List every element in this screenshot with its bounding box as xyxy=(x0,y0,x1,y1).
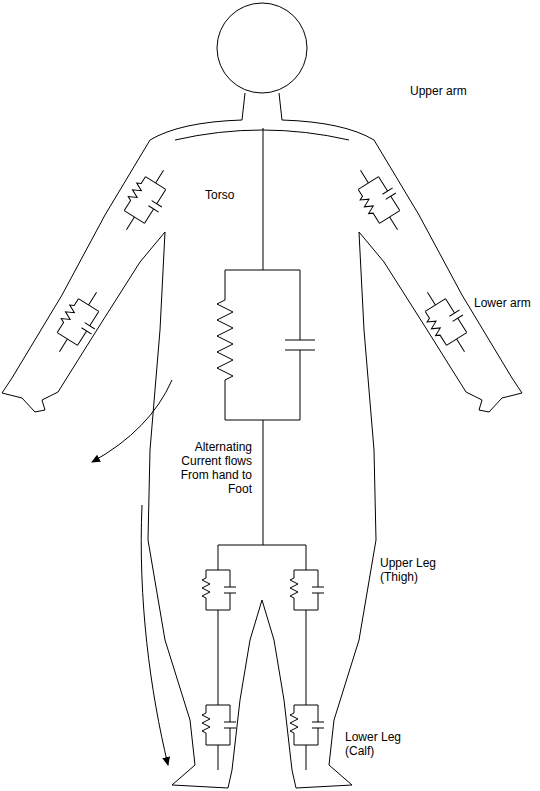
part-label: Lower Leg (Calf) xyxy=(345,730,415,758)
shoulder-line xyxy=(175,130,349,140)
head-outline xyxy=(217,3,307,93)
rc-element xyxy=(46,284,112,361)
wire xyxy=(263,128,264,270)
current-arrow xyxy=(92,380,172,462)
rc-element xyxy=(414,283,480,360)
rc-element xyxy=(290,690,324,760)
body-outline xyxy=(2,3,522,788)
torso-box xyxy=(225,270,300,420)
body-half-outline xyxy=(2,93,262,788)
part-label: Lower arm xyxy=(474,296,531,310)
rc-element xyxy=(202,690,236,760)
rc-element xyxy=(290,555,324,625)
resistor-symbol xyxy=(217,270,233,420)
rc-element xyxy=(202,555,236,625)
part-label: Torso xyxy=(205,188,234,202)
rc-element xyxy=(347,161,413,238)
capacitor-symbol xyxy=(285,270,315,420)
current-note: Alternating Current flows From hand to F… xyxy=(160,440,252,496)
part-label: Upper Leg (Thigh) xyxy=(380,556,450,584)
current-arrow xyxy=(141,505,168,765)
rc-element xyxy=(113,162,179,239)
body-half-outline xyxy=(262,93,522,788)
part-label: Upper arm xyxy=(410,84,467,98)
